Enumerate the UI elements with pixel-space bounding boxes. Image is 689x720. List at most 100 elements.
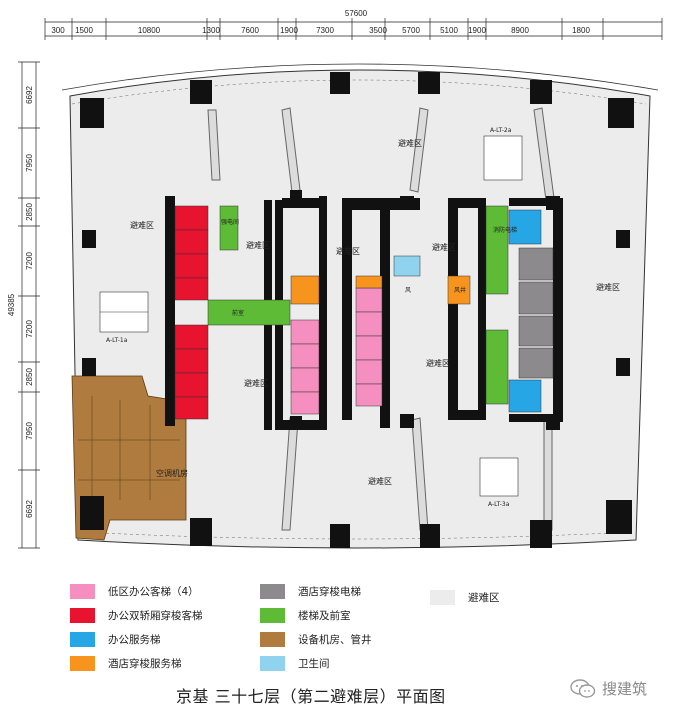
left-segment-dims: 6692 7950 2850 7200 7200 2850 7950 6692 <box>25 86 34 518</box>
legend-item-stair-lobby: 楼梯及前室 <box>260 608 351 623</box>
legend-swatch <box>260 608 285 623</box>
top-dimension <box>44 18 663 40</box>
refuge-label-4: 避难区 <box>246 240 270 250</box>
refuge-label-8: 避难区 <box>244 378 268 388</box>
watermark: 搜建筑 <box>570 678 647 699</box>
column <box>616 230 630 248</box>
column <box>530 520 552 548</box>
diagonal-beams <box>207 107 555 531</box>
legend-item-refuge: 避难区 <box>430 590 500 605</box>
legend-swatch <box>70 608 95 623</box>
left-dim-value: 7200 <box>25 252 34 270</box>
left-dimension <box>18 61 40 549</box>
top-dim-value: 8900 <box>511 26 529 35</box>
structural-columns <box>80 72 634 548</box>
column <box>80 496 104 530</box>
ac-room-label: 空调机房 <box>156 468 188 478</box>
elec-room-label: 强电间 <box>221 218 239 226</box>
left-dim-value: 7950 <box>25 154 34 172</box>
column <box>616 358 630 376</box>
top-dim-value: 5700 <box>402 26 420 35</box>
top-dim-value: 10800 <box>138 26 161 35</box>
refuge-label-6: 避难区 <box>432 242 456 252</box>
legend-label: 酒店穿梭电梯 <box>298 586 361 598</box>
wechat-icon <box>570 678 596 698</box>
top-dim-value: 1800 <box>572 26 590 35</box>
left-dim-value: 2850 <box>25 368 34 386</box>
legend-item-toilet: 卫生间 <box>260 656 330 671</box>
refuge-label-5: 避难区 <box>336 246 360 256</box>
column <box>530 80 552 104</box>
legend-label: 设备机房、管井 <box>298 634 372 646</box>
top-dim-value: 3500 <box>369 26 387 35</box>
refuge-label-3: 避难区 <box>596 282 620 292</box>
legend: 低区办公客梯（4） 办公双轿厢穿梭客梯 办公服务梯 酒店穿梭服务梯 酒店穿梭电梯… <box>70 584 550 679</box>
legend-label: 卫生间 <box>298 658 330 670</box>
vent-label-a: 风 <box>405 287 411 294</box>
legend-swatch <box>260 584 285 599</box>
left-dim-value: 7950 <box>25 422 34 440</box>
legend-item-low-zone: 低区办公客梯（4） <box>70 584 199 599</box>
facade-line <box>61 63 659 91</box>
legend-swatch <box>260 632 285 647</box>
column <box>190 80 212 104</box>
hotel-shuttle-elevators <box>518 247 554 379</box>
vent-label-b: 风井 <box>454 286 466 294</box>
refuge-zone-labels: 避难区 避难区 避难区 避难区 避难区 避难区 避难区 避难区 避难区 <box>130 138 620 486</box>
left-total-dim: 49385 <box>7 293 16 316</box>
top-dim-value: 300 <box>51 26 65 35</box>
column <box>546 196 560 210</box>
floor-plan: 57600 300 1500 10800 1300 7600 1900 7300 3500 57… <box>7 9 663 549</box>
column <box>82 358 96 376</box>
column <box>330 72 350 94</box>
legend-swatch <box>70 656 95 671</box>
column <box>290 190 302 204</box>
column <box>418 72 440 94</box>
column <box>606 500 632 534</box>
legend-swatch <box>70 632 95 647</box>
column <box>82 230 96 248</box>
stair-tag-2: A-LT-2a <box>490 127 512 134</box>
legend-item-hotel-service: 酒店穿梭服务梯 <box>70 656 182 671</box>
top-dim-value: 1300 <box>202 26 220 35</box>
top-total-dim: 57600 <box>345 9 368 18</box>
column <box>290 416 302 430</box>
page-title: 京基 三十七层（第二避难层）平面图 <box>176 687 446 706</box>
top-dim-value: 7300 <box>316 26 334 35</box>
stair-tag-1: A-LT-1a <box>106 337 128 344</box>
lobby-label: 前室 <box>232 309 244 317</box>
left-dim-value: 6692 <box>25 86 34 104</box>
column <box>400 196 414 210</box>
stair-lobby-areas <box>207 205 509 405</box>
ac-room-lines <box>78 396 180 500</box>
column <box>546 416 560 430</box>
top-dim-value: 7600 <box>241 26 259 35</box>
stair-a-lt-1a: A-LT-1a <box>99 291 149 344</box>
legend-label: 避难区 <box>468 592 500 604</box>
top-dim-value: 5100 <box>440 26 458 35</box>
left-dim-value: 7200 <box>25 320 34 338</box>
refuge-label-7: 避难区 <box>426 358 450 368</box>
top-segment-dims: 300 1500 10800 1300 7600 1900 7300 3500 5700 5100… <box>51 26 590 35</box>
top-dim-value: 1500 <box>75 26 93 35</box>
left-dim-value: 2850 <box>25 203 34 221</box>
column <box>330 524 350 548</box>
legend-swatch <box>430 590 455 605</box>
legend-item-hotel-shuttle: 酒店穿梭电梯 <box>260 584 361 599</box>
column <box>420 524 440 548</box>
legend-label: 楼梯及前室 <box>298 610 351 622</box>
top-dim-value: 1900 <box>468 26 486 35</box>
stair-tag-3: A-LT-3a <box>488 501 510 508</box>
refuge-label-2: 避难区 <box>398 138 422 148</box>
legend-swatch <box>260 656 285 671</box>
watermark-text: 搜建筑 <box>602 680 648 698</box>
legend-label: 酒店穿梭服务梯 <box>108 658 182 670</box>
legend-item-equipment: 设备机房、管井 <box>260 632 372 647</box>
hotel-service-elevators <box>290 275 471 305</box>
legend-label: 办公双轿厢穿梭客梯 <box>108 610 203 622</box>
top-dim-value: 1900 <box>280 26 298 35</box>
column <box>80 98 104 128</box>
fire-elevator-label: 消防电梯 <box>493 226 517 234</box>
legend-swatch <box>70 584 95 599</box>
left-dim-value: 6692 <box>25 500 34 518</box>
